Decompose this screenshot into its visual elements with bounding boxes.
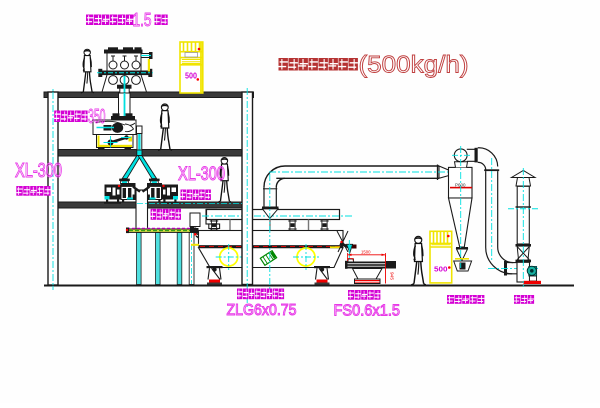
svg-text:1500: 1500 <box>361 250 371 255</box>
svg-text:XL-300: XL-300 <box>178 164 225 185</box>
svg-text:P600: P600 <box>455 182 466 188</box>
svg-text:XL-300: XL-300 <box>15 160 62 182</box>
svg-text:FS0.6x1.5: FS0.6x1.5 <box>334 303 401 320</box>
svg-text:945: 945 <box>389 272 394 280</box>
svg-text:500: 500 <box>434 265 448 274</box>
svg-text:ZLG6x0.75: ZLG6x0.75 <box>227 302 297 319</box>
svg-text:350: 350 <box>88 106 106 128</box>
svg-text:500: 500 <box>185 71 197 81</box>
svg-text:1.5: 1.5 <box>133 10 152 30</box>
svg-text:(500kg/h): (500kg/h) <box>359 52 469 79</box>
